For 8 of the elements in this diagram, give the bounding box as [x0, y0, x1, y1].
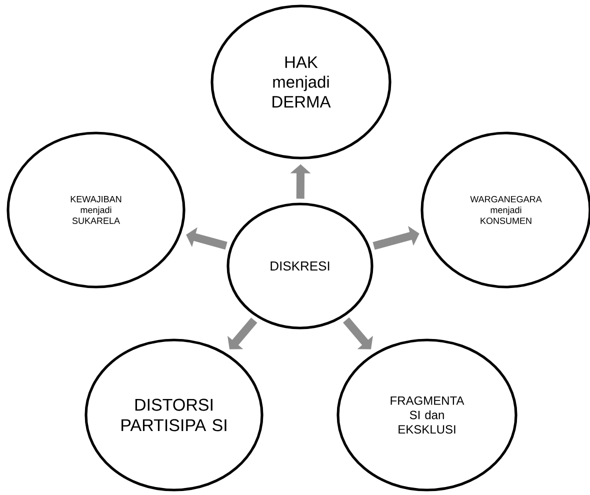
block-arrow: [343, 317, 373, 350]
block-arrow: [372, 226, 420, 250]
ellipse-node: HAK menjadi DERMA: [210, 4, 392, 160]
ellipse-node: DISKRESI: [226, 202, 374, 330]
ellipse-node: FRAGMENTA SI dan EKSKLUSI: [336, 338, 518, 492]
ellipse-node: DISTORSI PARTISIPA SI: [84, 338, 264, 492]
block-arrow: [228, 318, 258, 350]
ellipse-node: KEWAJIBAN menjadi SUKARELA: [6, 132, 186, 288]
